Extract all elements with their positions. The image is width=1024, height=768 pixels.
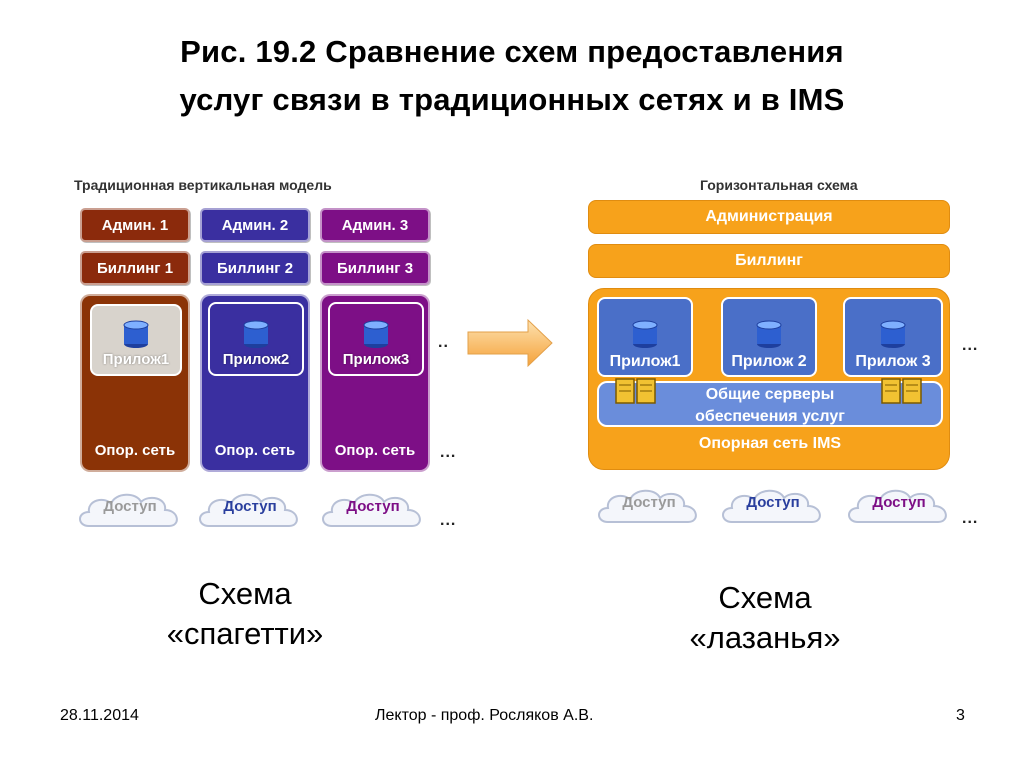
cloud-icon <box>598 489 697 523</box>
shared-app-1-card: Прилож1 <box>597 297 693 377</box>
spaghetti-caption: Схема «спагетти» <box>110 574 380 654</box>
admin-1-box: Админ. 1 <box>80 208 190 242</box>
ims-core-label: Опорная сеть IMS <box>698 435 842 452</box>
billing-layer: Биллинг <box>588 244 950 278</box>
app-3-label: Прилож3 <box>342 351 410 368</box>
database-icon <box>880 320 906 348</box>
access-cloud-1: Доступ <box>75 486 185 532</box>
database-icon <box>243 320 269 348</box>
cloud-icon <box>322 493 421 527</box>
server-icon <box>881 378 922 404</box>
billing-1-box: Биллинг 1 <box>80 251 190 285</box>
spaghetti-caption-line-1: Схема <box>198 576 292 611</box>
cloud-icon <box>199 493 298 527</box>
app-1-card: Прилож1 <box>90 304 182 376</box>
title-line-2: услуг связи в традиционных сетях и в IMS <box>179 82 845 117</box>
footer-lecturer: Лектор - проф. Росляков А.В. <box>375 707 594 724</box>
spaghetti-caption-line-2: «спагетти» <box>166 616 324 651</box>
ims-access-cloud-2: Доступ <box>718 482 828 528</box>
billing-3-box: Биллинг 3 <box>320 251 430 285</box>
shared-app-3-card: Прилож 3 <box>843 297 943 377</box>
billing-2-box: Биллинг 2 <box>200 251 310 285</box>
transition-arrow-icon <box>467 318 553 368</box>
more-apps-dots: .. <box>438 334 449 351</box>
server-icon <box>615 378 656 404</box>
ims-core-block: Прилож1 Прилож 2 Прилож 3 Общие серверы … <box>588 288 950 470</box>
ims-access-cloud-3: Доступ <box>844 482 954 528</box>
slide-title: Рис. 19.2 Сравнение схем предоставления … <box>0 28 1024 124</box>
servers-line-2: обеспечения услуг <box>695 408 845 425</box>
access-1-label: Доступ <box>103 498 157 515</box>
shared-app-1-label: Прилож1 <box>609 353 681 370</box>
access-3-label: Доступ <box>346 498 400 515</box>
cloud-icon <box>79 493 178 527</box>
ims-access-1-label: Доступ <box>622 494 676 511</box>
administration-layer: Администрация <box>588 200 950 234</box>
database-icon <box>363 320 389 348</box>
ims-access-2-label: Доступ <box>746 494 800 511</box>
more-access-dots-left: ... <box>440 512 457 529</box>
cloud-icon <box>722 489 821 523</box>
vertical-column-3: Прилож3 Опор. сеть <box>320 294 430 472</box>
access-2-label: Доступ <box>223 498 277 515</box>
cloud-icon <box>848 489 947 523</box>
access-cloud-2: Доступ <box>195 486 305 532</box>
more-core-dots: ... <box>440 444 457 461</box>
admin-2-box: Админ. 2 <box>200 208 310 242</box>
shared-app-3-label: Прилож 3 <box>855 353 931 370</box>
database-icon <box>123 320 149 348</box>
lasagna-caption: Схема «лазанья» <box>630 578 900 658</box>
lasagna-caption-line-1: Схема <box>718 580 812 615</box>
ims-access-3-label: Доступ <box>872 494 926 511</box>
shared-app-2-label: Прилож 2 <box>731 353 807 370</box>
lasagna-caption-line-2: «лазанья» <box>689 620 841 655</box>
ims-access-cloud-1: Доступ <box>594 482 704 528</box>
database-icon <box>756 320 782 348</box>
vertical-column-1: Прилож1 Опор. сеть <box>80 294 190 472</box>
app-1-label: Прилож1 <box>102 351 170 368</box>
title-line-1: Рис. 19.2 Сравнение схем предоставления <box>180 34 844 69</box>
vertical-column-2: Прилож2 Опор. сеть <box>200 294 310 472</box>
footer-date: 28.11.2014 <box>60 707 139 724</box>
shared-app-2-card: Прилож 2 <box>721 297 817 377</box>
more-access-dots-right: ... <box>962 510 979 527</box>
core-3-label: Опор. сеть <box>334 442 416 459</box>
horizontal-model-header: Горизонтальная схема <box>700 177 858 193</box>
admin-3-box: Админ. 3 <box>320 208 430 242</box>
page-number: 3 <box>956 707 965 724</box>
servers-line-1: Общие серверы <box>705 386 835 403</box>
app-3-card: Прилож3 <box>328 302 424 376</box>
core-1-label: Опор. сеть <box>94 442 176 459</box>
more-apps-dots-right: ... <box>962 337 979 354</box>
app-2-label: Прилож2 <box>222 351 290 368</box>
app-2-card: Прилож2 <box>208 302 304 376</box>
database-icon <box>632 320 658 348</box>
access-cloud-3: Доступ <box>318 486 428 532</box>
vertical-model-header: Традиционная вертикальная модель <box>74 177 332 193</box>
core-2-label: Опор. сеть <box>214 442 296 459</box>
